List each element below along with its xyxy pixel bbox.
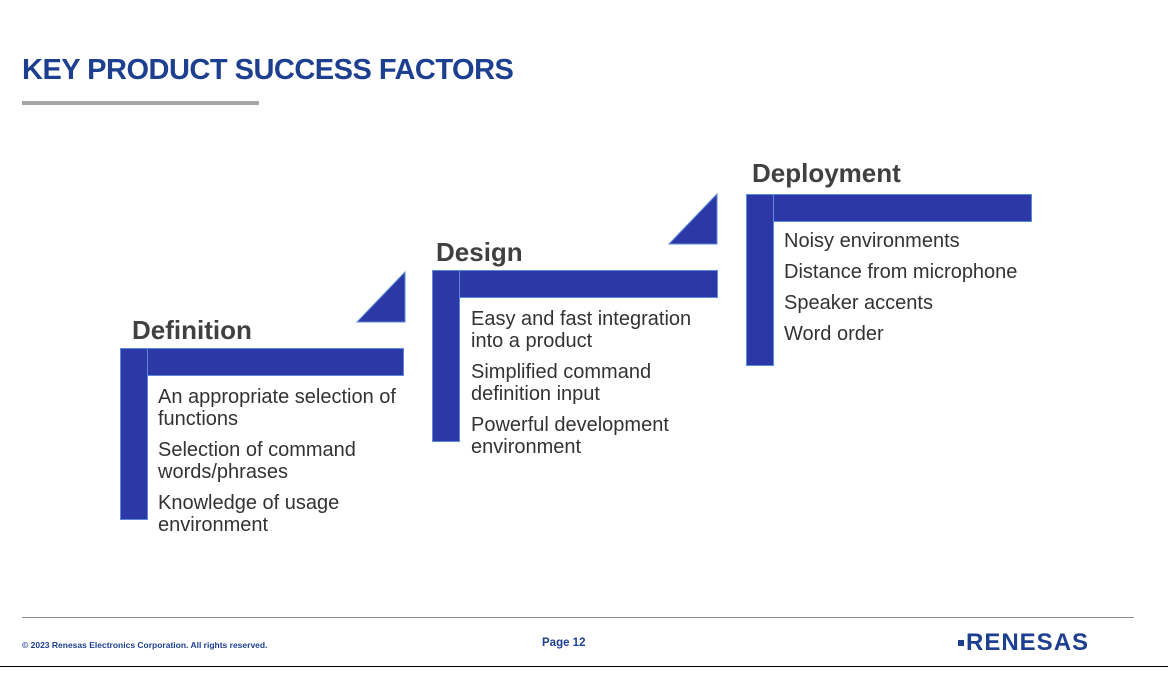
stage-definition-heading: Definition: [132, 315, 252, 345]
bottom-rule: [0, 666, 1168, 667]
stage-definition-left-bar: [120, 348, 148, 520]
stage-deployment-item: Noisy environments: [784, 230, 960, 252]
renesas-logo-icon: RENESAS: [958, 629, 1089, 656]
stage-definition-top-bar: [120, 348, 404, 376]
stage-design-top-bar: [432, 270, 718, 298]
stage-deployment-item: Distance from microphone: [784, 261, 1018, 283]
stage-design-item: Simplified command definition input: [471, 361, 652, 405]
footer-divider: [22, 617, 1134, 618]
stage-definition-item: Selection of command words/phrases: [158, 439, 356, 483]
step-arrow-1-icon: [355, 270, 406, 323]
title-underline: [22, 101, 259, 105]
stage-deployment-left-bar: [746, 194, 774, 366]
stage-deployment-list: Noisy environments Distance from microph…: [784, 230, 1024, 354]
stage-definition-item: Knowledge of usage environment: [158, 492, 340, 536]
stage-deployment-top-bar: [746, 194, 1032, 222]
stage-deployment-item: Word order: [784, 323, 884, 345]
step-arrow-2-icon: [667, 192, 718, 245]
stage-deployment-item: Speaker accents: [784, 292, 933, 314]
stage-design-item: Easy and fast integration into a product: [471, 308, 692, 352]
stage-design-left-bar: [432, 270, 460, 442]
stage-definition-list: An appropriate selection of functions Se…: [158, 386, 398, 545]
stage-design-list: Easy and fast integration into a product…: [471, 308, 711, 467]
stage-deployment-heading: Deployment: [752, 158, 901, 188]
stage-definition-item: An appropriate selection of functions: [158, 386, 396, 430]
stage-design-item: Powerful development environment: [471, 414, 669, 458]
slide-title: KEY PRODUCT SUCCESS FACTORS: [22, 54, 514, 86]
logo-wordmark: RENESAS: [966, 629, 1089, 656]
footer-copyright: © 2023 Renesas Electronics Corporation. …: [22, 640, 268, 650]
page-number: Page 12: [542, 637, 586, 649]
stage-design-heading: Design: [436, 237, 523, 267]
